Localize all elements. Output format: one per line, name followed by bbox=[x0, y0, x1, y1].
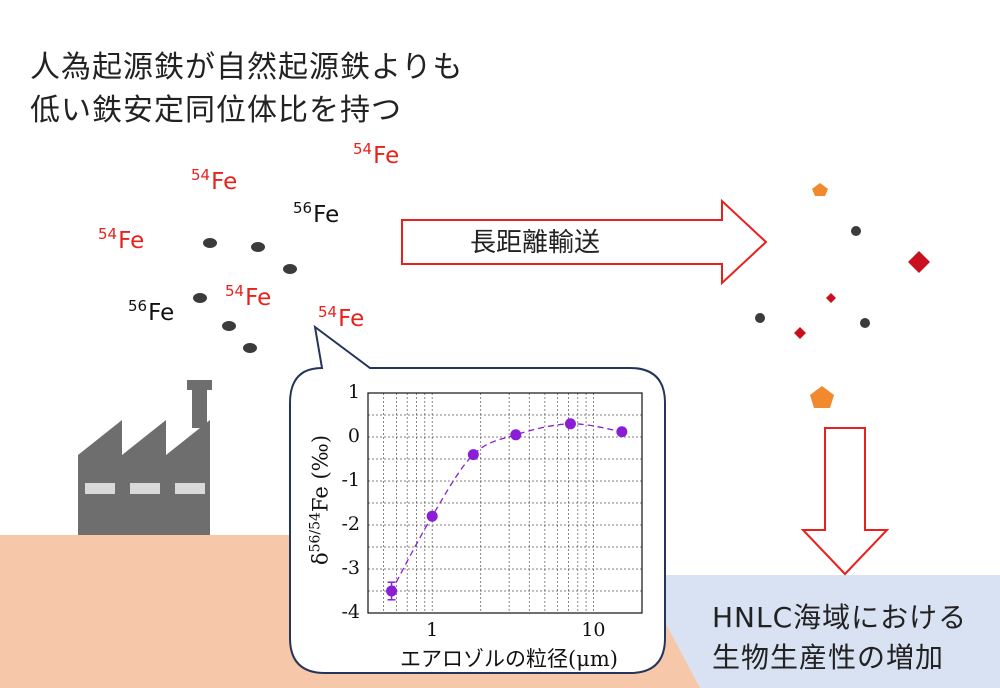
y-axis-label: δ56/54Fe (‰) bbox=[307, 434, 333, 566]
isotope-label: 54Fe bbox=[225, 282, 272, 311]
y-tick-label: -3 bbox=[341, 557, 360, 579]
isotope-label: 54Fe bbox=[98, 225, 145, 254]
y-tick-label: 0 bbox=[347, 425, 360, 447]
x-tick-label: 1 bbox=[426, 619, 439, 641]
isotope-label: 56Fe bbox=[128, 297, 175, 326]
y-tick-label: 1 bbox=[347, 381, 360, 403]
data-point bbox=[564, 418, 576, 430]
y-tick-label: -4 bbox=[341, 601, 360, 623]
plot-frame bbox=[367, 392, 643, 614]
x-tick-label: 10 bbox=[581, 619, 606, 641]
ocean bbox=[640, 575, 1000, 688]
data-point bbox=[510, 429, 522, 441]
factory-icon bbox=[78, 380, 212, 535]
isotope-label: 56Fe bbox=[293, 199, 340, 228]
y-tick-label: -1 bbox=[341, 469, 360, 491]
result-line-2: 生物生産性の増加 bbox=[712, 641, 945, 674]
isotope-label: 54Fe bbox=[353, 140, 400, 169]
deposition-arrow-icon bbox=[800, 427, 890, 576]
result-line-1: HNLC海域における bbox=[712, 601, 968, 634]
isotope-label: 54Fe bbox=[191, 166, 238, 195]
isotope-label: 54Fe bbox=[318, 303, 365, 332]
trend-line bbox=[390, 423, 622, 592]
emission-particles bbox=[193, 238, 297, 353]
data-point bbox=[616, 426, 628, 438]
data-point bbox=[467, 449, 479, 461]
data-point bbox=[426, 510, 438, 522]
headline-line-2: 低い鉄安定同位体比を持つ bbox=[30, 93, 402, 128]
x-axis-label: エアロゾルの粒径(μm) bbox=[400, 647, 618, 671]
transport-arrow-icon bbox=[401, 198, 768, 286]
transport-label: 長距離輸送 bbox=[470, 228, 601, 258]
y-tick-label: -2 bbox=[341, 513, 360, 535]
data-point bbox=[386, 585, 398, 597]
headline-line-1: 人為起源鉄が自然起源鉄よりも bbox=[30, 50, 464, 85]
transported-particles bbox=[755, 183, 930, 408]
